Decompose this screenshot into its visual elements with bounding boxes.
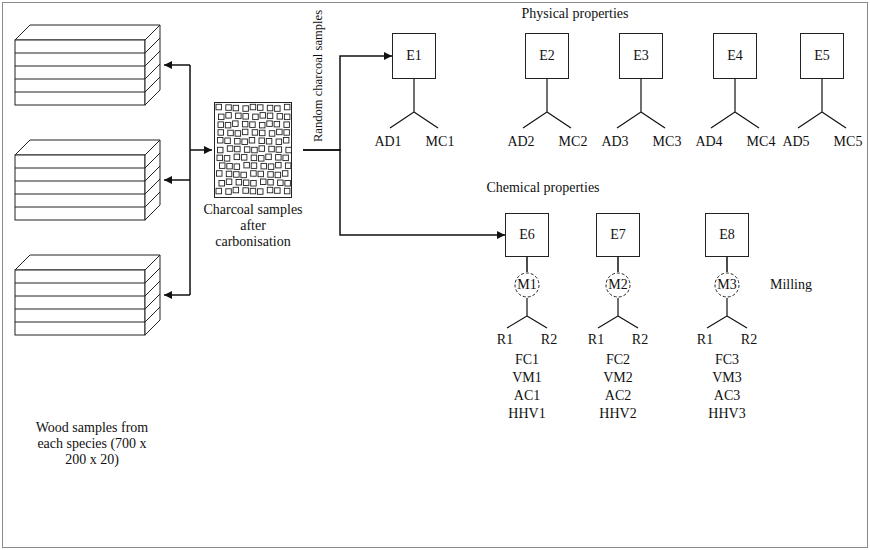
experiment-box: E5 xyxy=(800,33,844,79)
text-label: MC5 xyxy=(834,134,863,150)
connector xyxy=(617,257,619,272)
text-label: VM1 xyxy=(512,370,542,386)
text-label: FC1 xyxy=(515,352,539,368)
text-label: Physical properties xyxy=(522,6,629,22)
split-leaders xyxy=(390,79,846,328)
sample-caption: Charcoal samples after carbonisation xyxy=(203,202,303,250)
vertical-label: Random charcoal samples xyxy=(310,10,326,142)
node-label: E8 xyxy=(719,227,735,243)
text-label: Chemical properties xyxy=(486,180,599,196)
text-label: AC3 xyxy=(714,388,740,404)
wood-stack xyxy=(15,255,160,335)
node-label: E6 xyxy=(519,227,535,243)
charcoal-sample: Charcoal samples after carbonisation xyxy=(203,102,303,250)
text-label: AD3 xyxy=(601,134,628,150)
connector xyxy=(303,150,505,235)
node-label: M2 xyxy=(608,277,627,293)
text-label: R2 xyxy=(541,332,557,348)
text-label: FC3 xyxy=(715,352,739,368)
text-label: AC1 xyxy=(514,388,540,404)
milling-circle: M2 xyxy=(603,272,633,298)
text-label: AC2 xyxy=(605,388,631,404)
text-label: VM2 xyxy=(603,370,633,386)
experiment-box: E6 xyxy=(505,213,549,257)
text-label: AD4 xyxy=(695,134,722,150)
text-label: FC2 xyxy=(606,352,630,368)
node-label: E7 xyxy=(610,227,626,243)
experiment-box: E1 xyxy=(392,33,436,79)
node-label: E1 xyxy=(406,48,422,64)
wood-stack xyxy=(15,140,160,220)
text-label: HHV2 xyxy=(599,406,636,422)
text-label: HHV1 xyxy=(508,406,545,422)
sample-caption: Wood samples from each species (700 x 20… xyxy=(30,420,154,468)
milling-circle: M3 xyxy=(712,272,742,298)
text-label: R1 xyxy=(588,332,604,348)
text-label: VM3 xyxy=(712,370,742,386)
connector xyxy=(726,257,728,272)
text-label: R1 xyxy=(697,332,713,348)
node-label: E2 xyxy=(539,48,555,64)
experiment-box: E2 xyxy=(525,33,569,79)
frame xyxy=(3,3,868,548)
text-label: MC3 xyxy=(653,134,682,150)
text-label: MC1 xyxy=(426,134,455,150)
text-label: AD2 xyxy=(507,134,534,150)
experiment-box: E7 xyxy=(596,213,640,257)
text-label: R1 xyxy=(497,332,513,348)
text-label: AD5 xyxy=(782,134,809,150)
experiment-box: E8 xyxy=(705,213,749,257)
charcoal-illustration xyxy=(214,102,292,198)
text-label: Milling xyxy=(770,277,812,293)
text-label: R2 xyxy=(741,332,757,348)
text-label: AD1 xyxy=(374,134,401,150)
node-label: E3 xyxy=(633,48,649,64)
text-label: HHV3 xyxy=(708,406,745,422)
wood-stack xyxy=(15,25,160,105)
experiment-box: E4 xyxy=(713,33,757,79)
text-label: MC2 xyxy=(559,134,588,150)
node-label: E4 xyxy=(727,48,743,64)
node-label: M1 xyxy=(517,277,536,293)
milling-circle: M1 xyxy=(512,272,542,298)
connector xyxy=(526,257,528,272)
sample-bracket xyxy=(164,65,212,295)
text-label: R2 xyxy=(632,332,648,348)
node-label: E5 xyxy=(814,48,830,64)
experiment-box: E3 xyxy=(619,33,663,79)
node-label: M3 xyxy=(717,277,736,293)
text-label: MC4 xyxy=(747,134,776,150)
